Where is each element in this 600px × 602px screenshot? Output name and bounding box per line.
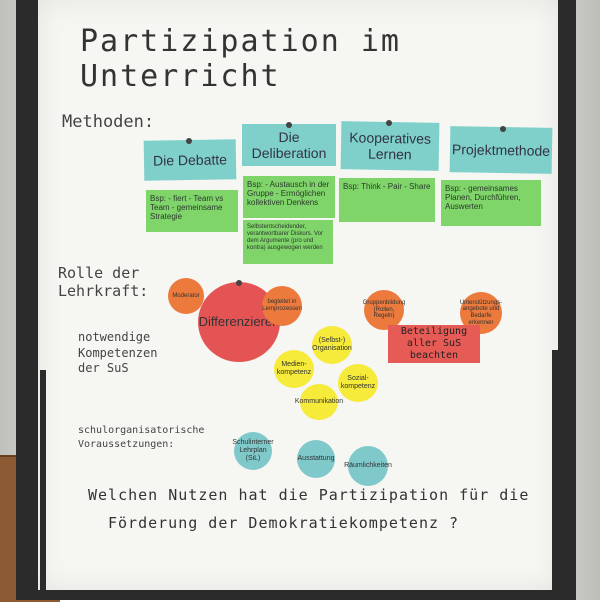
example-card-projekt: Bsp: - gemeinsames Planen, Durchführen, … bbox=[441, 180, 541, 226]
example-card-deliberation: Bsp: - Austausch in der Gruppe - Ermögli… bbox=[243, 176, 335, 218]
method-card-deliberation: Die Deliberation bbox=[242, 124, 336, 166]
beteiligung-card: Beteiligung aller SuS beachten bbox=[388, 325, 480, 363]
prerequisite-circle: Räumlichkeiten bbox=[344, 446, 392, 486]
competency-circle: Medien-kompetenz bbox=[274, 350, 314, 388]
method-label: Kooperatives Lernen bbox=[349, 129, 432, 163]
note-text: Moderator bbox=[172, 292, 200, 299]
pin-icon bbox=[500, 126, 506, 132]
note-circle-role: begleitet in Lernprozessen bbox=[262, 286, 302, 326]
competency-circle: Kommunikation bbox=[295, 384, 343, 420]
note-text: begleitet in Lernprozessen bbox=[262, 299, 302, 312]
competency-label: (Selbst-) Organisation bbox=[312, 337, 352, 352]
question-line-2: Förderung der Demokratiekompetenz ? bbox=[108, 514, 460, 532]
poster-title: Partizipation im Unterricht bbox=[80, 24, 401, 94]
question-line-1: Welchen Nutzen hat die Partizipation für… bbox=[88, 486, 530, 504]
example-text: Bsp: Think - Pair - Share bbox=[343, 182, 431, 191]
note-circle-role: Moderator bbox=[168, 278, 204, 314]
example-text: Bsp: - gemeinsames Planen, Durchführen, … bbox=[445, 184, 521, 212]
prerequisite-label: Schulinterner Lehrplan (SiL) bbox=[232, 439, 274, 462]
pin-icon bbox=[186, 138, 192, 144]
beteiligung-label: Beteiligung aller SuS beachten bbox=[400, 326, 468, 361]
note-card-deliberation: Selbstentscheidender, verantwortbarer Di… bbox=[243, 220, 333, 264]
method-label: Die Deliberation bbox=[251, 129, 327, 161]
section-methoden: Methoden: bbox=[62, 112, 155, 132]
example-card-debatte: Bsp: - fiert - Team vs Team - gemeinsame… bbox=[146, 190, 238, 232]
prerequisite-label: Räumlichkeiten bbox=[344, 462, 392, 470]
method-card-debatte: Die Debatte bbox=[143, 139, 237, 181]
method-label: Projektmethode bbox=[451, 141, 551, 159]
competency-circle: Sozial-kompetenz bbox=[338, 364, 378, 402]
example-card-kooperatives: Bsp: Think - Pair - Share bbox=[339, 178, 435, 222]
easel-leg bbox=[40, 370, 46, 600]
method-card-projektmethode: Projektmethode bbox=[449, 126, 553, 174]
competency-label: Sozial-kompetenz bbox=[340, 375, 376, 390]
pin-icon bbox=[286, 122, 292, 128]
competency-label: Medien-kompetenz bbox=[276, 361, 312, 376]
note-text: Selbstentscheidender, verantwortbarer Di… bbox=[247, 224, 324, 251]
method-label: Die Debatte bbox=[152, 151, 228, 169]
note-text: Gruppenbildung (Rollen, Regeln) bbox=[362, 300, 406, 320]
prerequisite-circle: Schulinterner Lehrplan (SiL) bbox=[232, 432, 274, 470]
method-card-kooperatives-lernen: Kooperatives Lernen bbox=[340, 121, 440, 171]
prerequisite-circle: Ausstattung bbox=[297, 440, 335, 478]
pin-icon bbox=[386, 120, 392, 126]
section-kompetenzen: notwendige Kompetenzen der SuS bbox=[78, 330, 158, 376]
note-text: Unterstützungs-angebote und Bedarfe erke… bbox=[459, 299, 503, 326]
competency-label: Kommunikation bbox=[294, 398, 344, 406]
pin-icon bbox=[236, 280, 242, 286]
easel-leg bbox=[552, 350, 558, 600]
prerequisite-label: Ausstattung bbox=[297, 455, 335, 463]
note-circle-role: Gruppenbildung (Rollen, Regeln) bbox=[362, 290, 406, 330]
differenzieren-label: Differenzieren bbox=[198, 313, 280, 329]
example-text: Bsp: - Austausch in der Gruppe - Ermögli… bbox=[247, 180, 330, 208]
section-voraussetzungen: schulorganisatorische Voraussetzungen: bbox=[78, 425, 205, 450]
competency-circle: (Selbst-) Organisation bbox=[312, 326, 352, 364]
example-text: Bsp: - fiert - Team vs Team - gemeinsame… bbox=[150, 194, 224, 222]
section-rolle: Rolle der Lehrkraft: bbox=[58, 264, 149, 300]
